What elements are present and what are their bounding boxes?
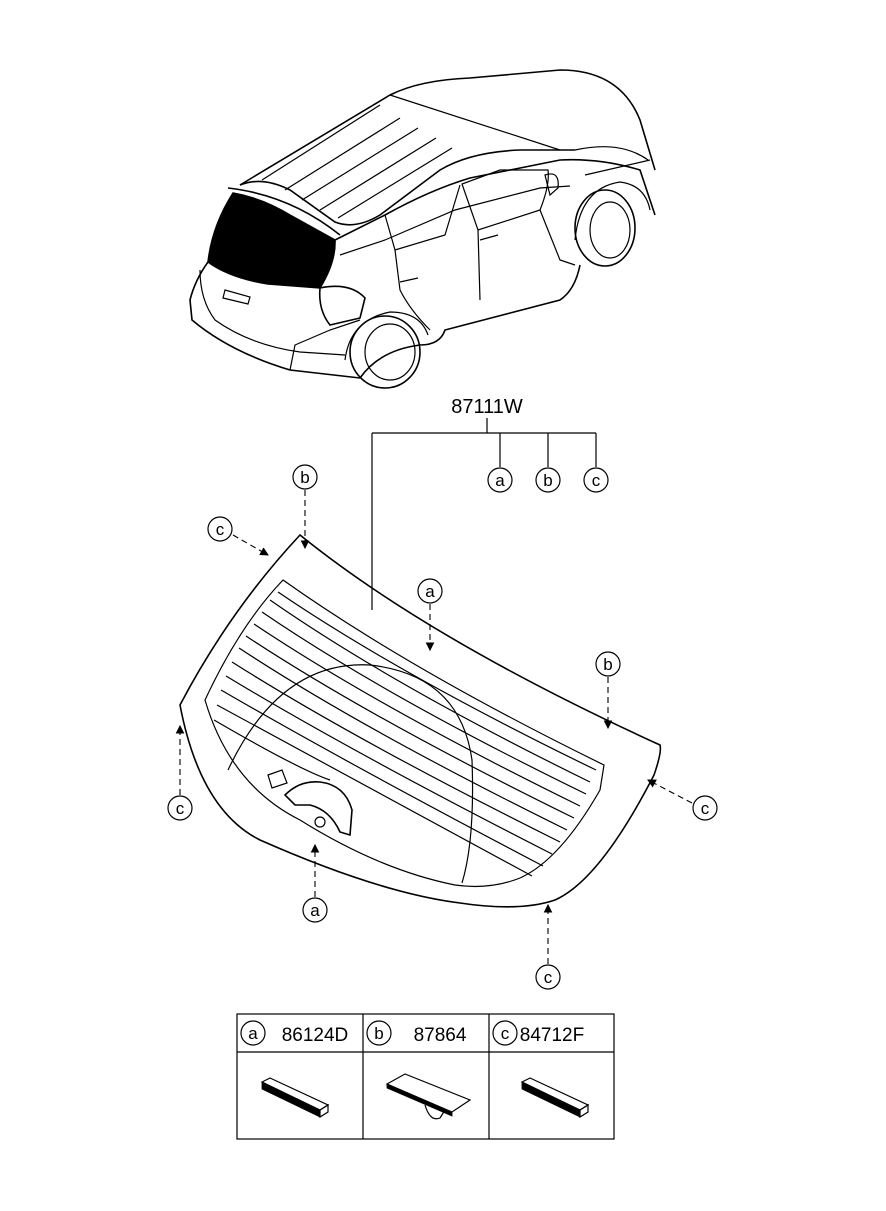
- parts-legend-table: a 86124D b 87864 c 84712F: [236, 1013, 615, 1140]
- callout-c-left: c: [167, 724, 193, 821]
- legend-cell-a: a 86124D: [240, 1020, 349, 1119]
- callout-a-top: a: [417, 578, 443, 652]
- bracket-callout-a: a: [487, 467, 513, 493]
- front-wheel-drawing: [574, 181, 651, 267]
- rear-glass-drawing: [179, 533, 662, 908]
- rear-window-highlight: [207, 192, 336, 289]
- svg-text:b: b: [603, 655, 612, 674]
- callout-c-top-left: c: [207, 516, 269, 556]
- svg-text:c: c: [176, 799, 185, 818]
- legend-part-number-c: 84712F: [520, 1025, 584, 1046]
- callout-b-top-left: b: [292, 464, 318, 550]
- rear-wheel-drawing: [344, 311, 429, 389]
- callout-c-right: c: [647, 779, 718, 821]
- svg-text:c: c: [701, 799, 710, 818]
- svg-text:c: c: [501, 1024, 510, 1043]
- svg-text:a: a: [425, 582, 435, 601]
- svg-text:b: b: [300, 468, 309, 487]
- svg-text:c: c: [216, 520, 225, 539]
- bracket-callout-b: b: [535, 467, 561, 493]
- legend-cell-b: b 87864: [366, 1020, 472, 1120]
- vehicle-illustration: [189, 69, 656, 389]
- bracket-callout-c: c: [583, 467, 609, 493]
- adhesive-pad-icon-c: [520, 1077, 590, 1119]
- svg-text:b: b: [543, 471, 552, 490]
- svg-text:a: a: [495, 471, 505, 490]
- callout-c-bottom: c: [535, 903, 561, 990]
- callout-a-bottom: a: [302, 843, 328, 923]
- main-part-number: 87111W: [451, 396, 523, 418]
- spacer-pad-icon-b: [385, 1073, 472, 1120]
- defroster-grid-lines: [213, 591, 597, 877]
- svg-text:c: c: [544, 968, 553, 987]
- main-part-bracket: 87111W: [371, 396, 597, 610]
- svg-text:c: c: [592, 471, 601, 490]
- legend-part-number-b: 87864: [414, 1025, 467, 1046]
- svg-text:a: a: [310, 901, 320, 920]
- legend-cell-c: c 84712F: [492, 1020, 590, 1119]
- adhesive-pad-icon-a: [260, 1077, 330, 1119]
- svg-text:b: b: [374, 1024, 383, 1043]
- callout-b-right: b: [595, 651, 621, 730]
- svg-text:a: a: [248, 1024, 258, 1043]
- legend-part-number-a: 86124D: [282, 1025, 349, 1046]
